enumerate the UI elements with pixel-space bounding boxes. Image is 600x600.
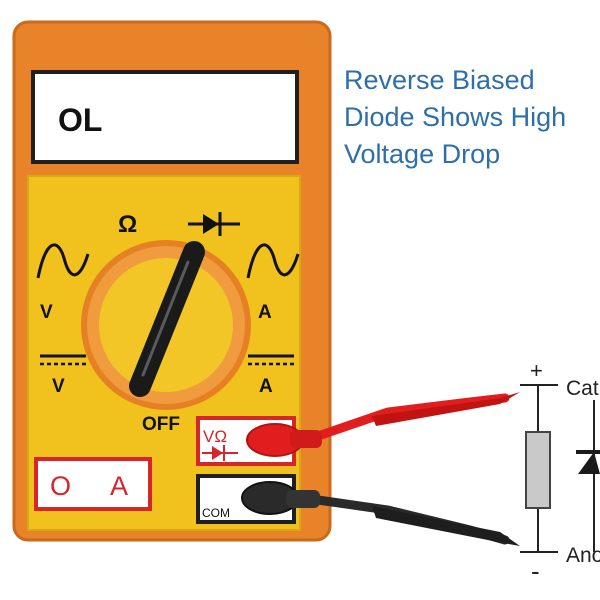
red-plug-sleeve	[290, 430, 322, 448]
caption-line-2: Diode Shows High	[344, 102, 567, 132]
dc-volts-symbol-icon	[40, 354, 86, 366]
com-jack-label: COM	[202, 506, 230, 520]
black-plug-sleeve	[286, 490, 320, 508]
v-ohm-jack-label: VΩ	[203, 427, 227, 446]
ac-volts-label: V	[40, 302, 53, 323]
ac-amps-label: A	[258, 302, 272, 323]
dc-amps-label: A	[259, 376, 273, 397]
ac-amps-wave-icon	[246, 243, 300, 279]
ac-volts-wave-icon	[36, 243, 90, 279]
red-probe-body	[372, 392, 520, 426]
circuit-diode-icon	[578, 452, 600, 474]
ohm-label: Ω	[118, 211, 137, 238]
amp-jack-left-label: O	[50, 471, 71, 501]
caption-line-1: Reverse Biased	[344, 65, 535, 95]
plus-sign: +	[530, 358, 543, 383]
anode-label: Anode	[566, 544, 600, 567]
minus-sign: -	[531, 556, 540, 586]
amp-jack-panel[interactable]	[34, 457, 152, 511]
cathode-label: Cathode	[566, 377, 600, 400]
display-screen	[31, 70, 299, 164]
caption: Reverse Biased Diode Shows High Voltage …	[344, 62, 600, 173]
caption-line-3: Voltage Drop	[344, 139, 501, 169]
off-label: OFF	[142, 414, 180, 435]
dc-volts-label: V	[52, 376, 65, 397]
circuit-resistor	[525, 431, 551, 509]
diode-symbol-icon	[188, 212, 240, 236]
black-probe-body	[372, 506, 520, 546]
display-reading: OL	[58, 102, 102, 138]
amp-jack-right-label: A	[110, 471, 128, 501]
selector-knob-highlight	[141, 260, 190, 377]
dc-amps-symbol-icon	[248, 354, 294, 366]
jack-diode-icon	[202, 445, 238, 461]
